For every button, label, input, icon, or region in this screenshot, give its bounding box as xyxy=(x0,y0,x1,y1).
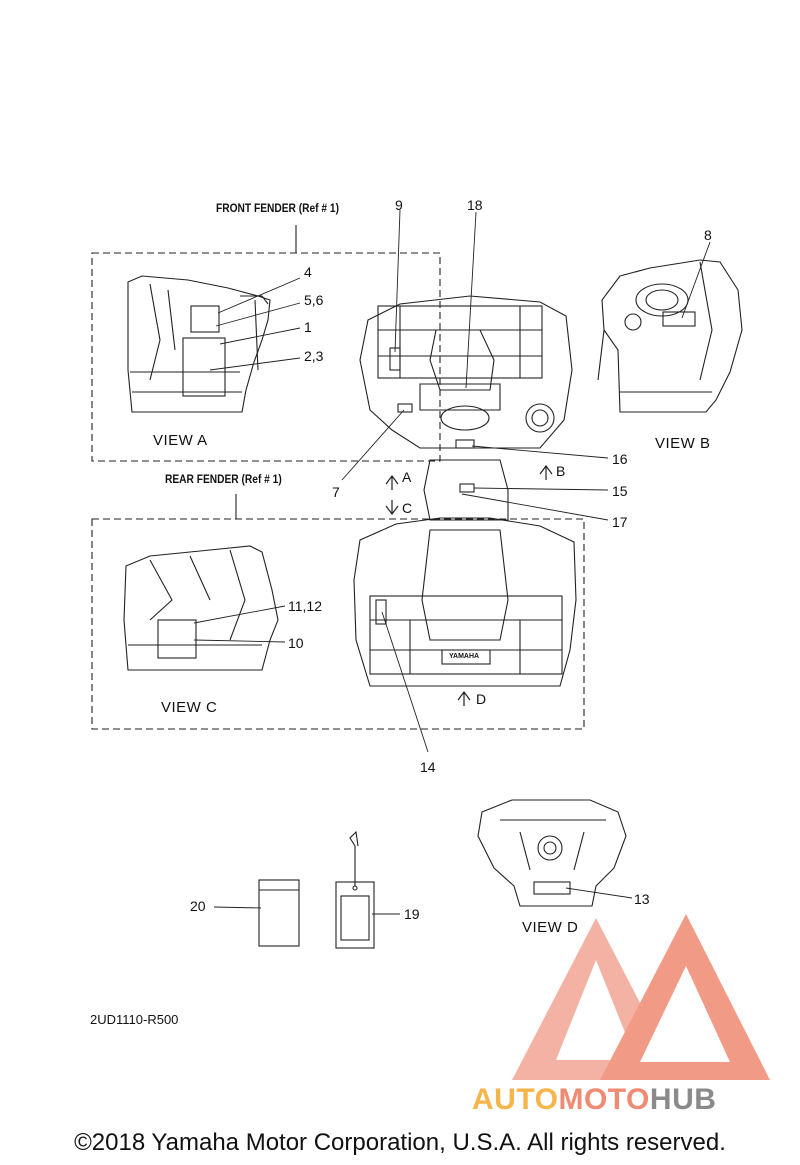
callout-15: 15 xyxy=(612,483,628,499)
callout-19: 19 xyxy=(404,906,420,922)
callout-11-12: 11,12 xyxy=(288,598,322,614)
callout-4: 4 xyxy=(304,264,312,280)
diagram-code: 2UD1110-R500 xyxy=(90,1012,179,1027)
front-fender-header: FRONT FENDER (Ref # 1) xyxy=(216,201,339,215)
view-c-label: VIEW C xyxy=(161,699,218,716)
view-d-rear-drawing xyxy=(477,799,627,907)
view-c-rear-fender-drawing xyxy=(123,545,279,671)
callout-2-3: 2,3 xyxy=(304,348,324,364)
watermark-text: AUTOMOTOHUB xyxy=(472,1083,717,1116)
rear-fender-group-box xyxy=(91,518,585,730)
callout-20: 20 xyxy=(190,898,206,914)
hang-tag-item-19 xyxy=(335,830,375,949)
view-a-label: VIEW A xyxy=(153,432,208,449)
callout-7: 7 xyxy=(332,484,340,500)
callout-18: 18 xyxy=(467,197,483,213)
manual-item-20 xyxy=(258,879,300,947)
callout-1: 1 xyxy=(304,319,312,335)
callout-9: 9 xyxy=(395,197,403,213)
callout-16: 16 xyxy=(612,451,628,467)
copyright-notice: ©2018 Yamaha Motor Corporation, U.S.A. A… xyxy=(74,1129,726,1156)
arrow-b-label: B xyxy=(556,463,566,479)
callout-14: 14 xyxy=(420,759,436,775)
view-d-label: VIEW D xyxy=(522,919,579,936)
watermark-logo xyxy=(512,914,770,1080)
callout-5-6: 5,6 xyxy=(304,292,324,308)
callout-8: 8 xyxy=(704,227,712,243)
callout-13: 13 xyxy=(634,891,650,907)
arrow-c-label: C xyxy=(402,500,413,516)
arrow-d-label: D xyxy=(476,691,487,707)
vehicle-badge: YAMAHA xyxy=(449,653,480,660)
front-fender-group-box xyxy=(91,252,441,462)
view-b-label: VIEW B xyxy=(655,435,711,452)
atv-top-view-rear-drawing xyxy=(353,459,577,687)
direction-arrows xyxy=(385,465,553,706)
view-b-front-fender-drawing xyxy=(597,259,743,413)
atv-top-view-front-drawing xyxy=(359,295,573,449)
leader-lines xyxy=(193,209,711,915)
rear-fender-header: REAR FENDER (Ref # 1) xyxy=(165,472,282,486)
callout-10: 10 xyxy=(288,635,304,651)
view-a-front-fender-drawing xyxy=(127,275,271,413)
arrow-a-label: A xyxy=(402,469,412,485)
callout-17: 17 xyxy=(612,514,628,530)
